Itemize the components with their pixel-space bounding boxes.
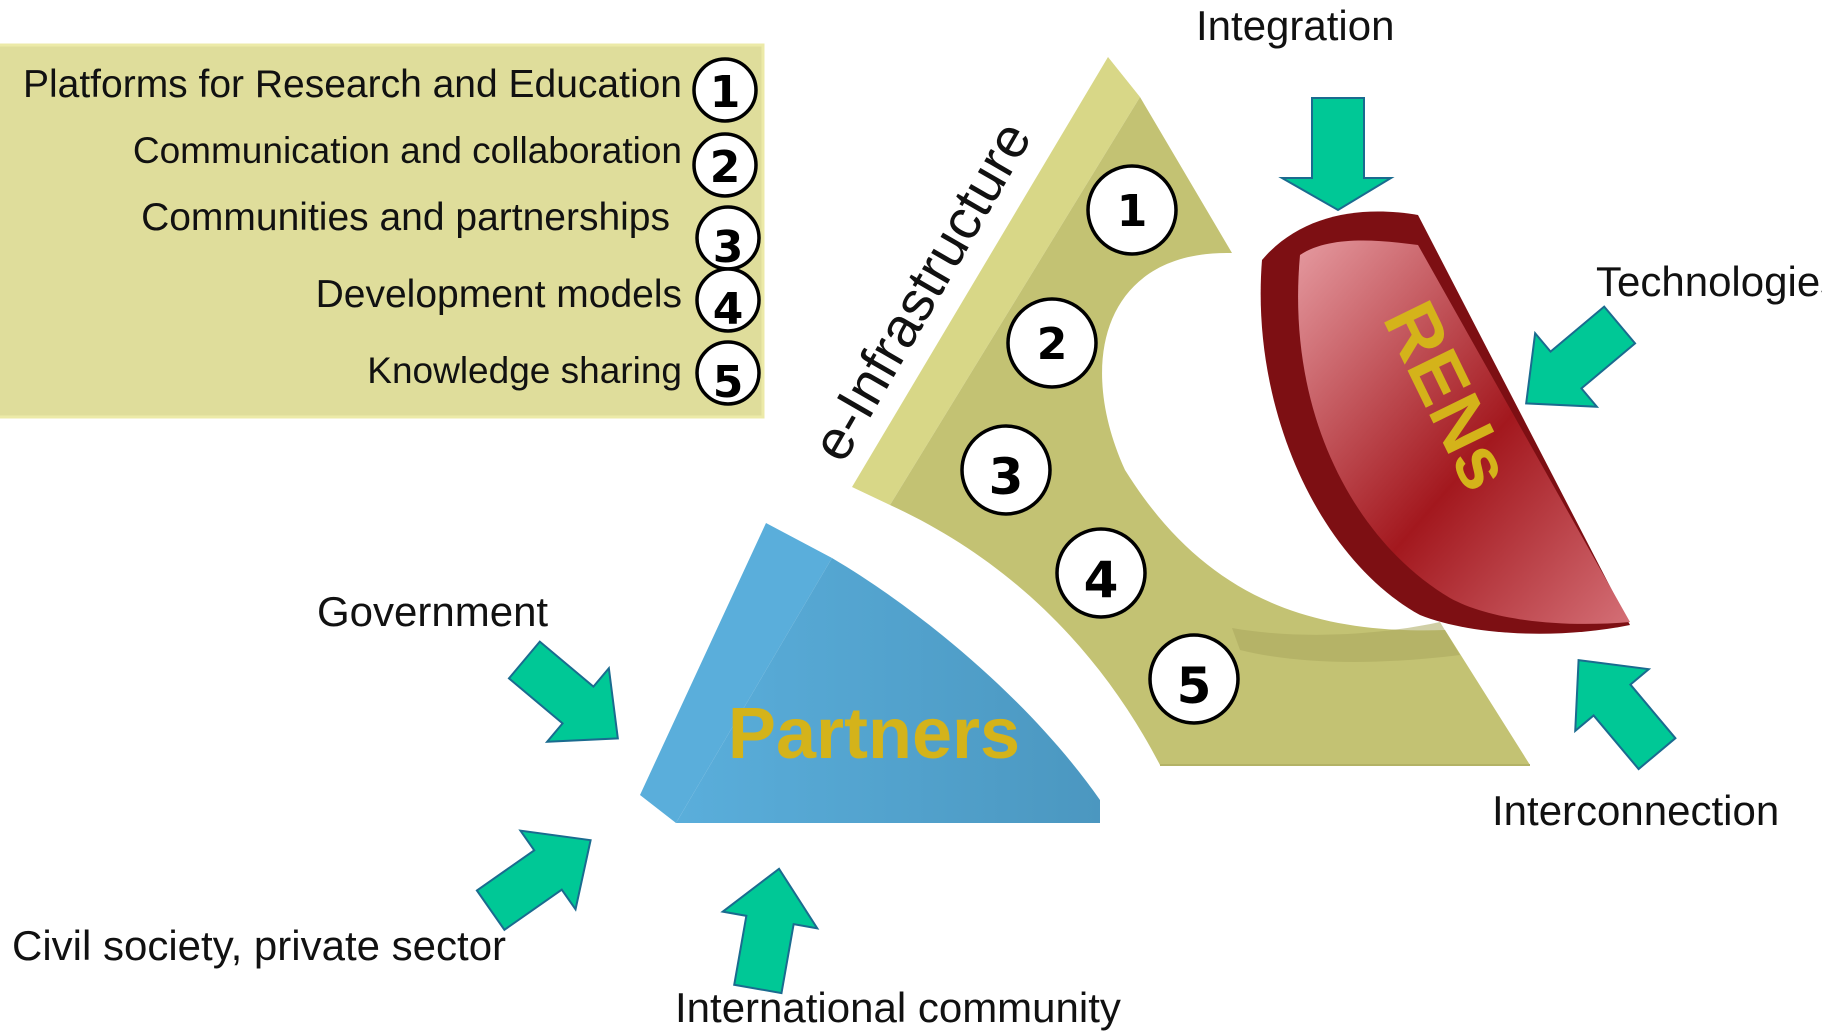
civil-society-arrow <box>475 829 592 932</box>
interconnection-arrow <box>1574 659 1677 771</box>
legend-item-2-label: Communication and collaboration <box>133 130 682 171</box>
legend-item-3-label: Communities and partnerships <box>141 196 670 239</box>
legend-item-5-label: Knowledge sharing <box>367 350 682 391</box>
rens-shape <box>1260 211 1630 634</box>
svg-text:2: 2 <box>710 142 741 193</box>
einfrastructure-shape <box>852 57 1530 766</box>
interconnection-label: Interconnection <box>1492 787 1779 834</box>
government-arrow <box>507 640 619 743</box>
svg-text:2: 2 <box>1037 319 1068 370</box>
technologies-label: Technologies <box>1596 258 1822 305</box>
international-label: International community <box>675 984 1121 1031</box>
legend-item-4-label: Development models <box>316 273 682 316</box>
government-label: Government <box>317 588 548 635</box>
svg-text:3: 3 <box>713 222 744 273</box>
legend: Platforms for Research and Education Com… <box>0 43 765 419</box>
svg-text:5: 5 <box>713 357 744 408</box>
svg-text:4: 4 <box>713 284 744 335</box>
partners-label: Partners <box>728 694 1020 774</box>
integration-label: Integration <box>1196 2 1394 49</box>
legend-item-1-label: Platforms for Research and Education <box>23 63 682 106</box>
civil-society-label: Civil society, private sector <box>12 922 506 969</box>
svg-text:5: 5 <box>1177 657 1212 715</box>
svg-text:4: 4 <box>1084 551 1119 609</box>
einfra-badge-4: 4 <box>1055 527 1147 619</box>
svg-text:3: 3 <box>989 448 1024 506</box>
partners-shape <box>640 523 1100 823</box>
einfra-badge-5: 5 <box>1148 633 1240 725</box>
einfra-badge-2: 2 <box>1006 297 1098 389</box>
technologies-arrow <box>1525 305 1637 408</box>
svg-text:1: 1 <box>710 67 741 118</box>
legend-item-5-badge: 5 <box>695 340 761 408</box>
svg-text:1: 1 <box>1117 186 1148 237</box>
legend-item-2-badge: 2 <box>692 132 758 198</box>
integration-arrow <box>1278 97 1395 212</box>
legend-item-4-badge: 4 <box>695 267 761 335</box>
international-arrow <box>720 867 820 995</box>
legend-box <box>0 43 765 419</box>
einfra-badge-3: 3 <box>960 424 1052 516</box>
legend-item-1-badge: 1 <box>692 57 758 123</box>
einfra-badge-1: 1 <box>1086 164 1178 256</box>
